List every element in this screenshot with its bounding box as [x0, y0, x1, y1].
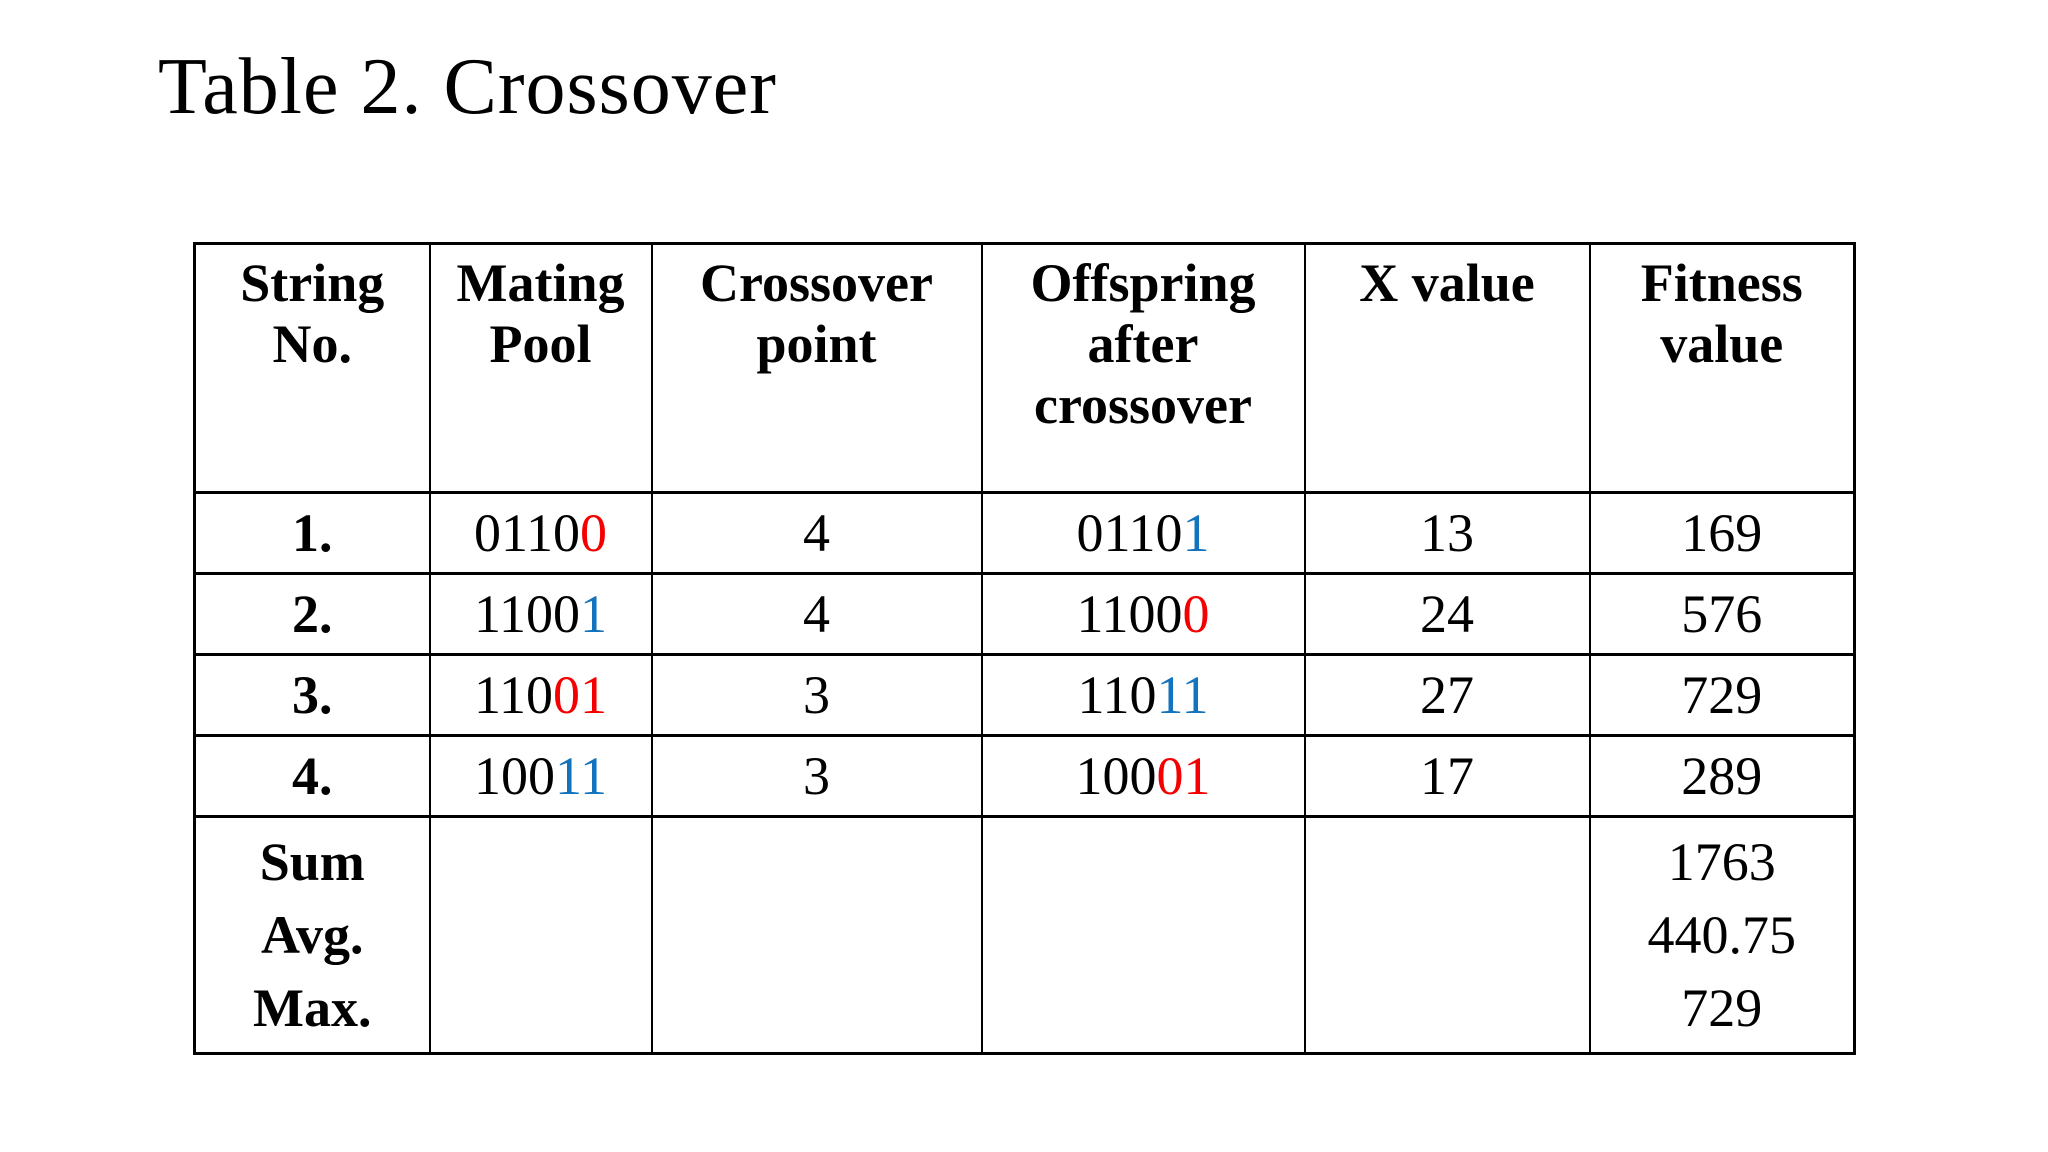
pool-bits-head: 100 — [474, 746, 555, 806]
offspring-bits-head: 1100 — [1076, 584, 1183, 644]
summary-fitness-sum: 1763 — [1667, 832, 1776, 892]
pool-bits-head: 1100 — [474, 584, 580, 644]
mating-pool-cell: 11001 — [428, 572, 653, 656]
pool-bits: 11001 — [474, 584, 607, 644]
offspring-bits-head: 100 — [1075, 746, 1157, 806]
mating-pool-cell: 10011 — [428, 734, 653, 818]
offspring-bits-highlight: 1 — [1182, 503, 1210, 563]
offspring-cell: 01101 — [980, 491, 1306, 575]
crossover-point-cell: 4 — [650, 572, 983, 656]
crossover-point-cell: 4 — [650, 491, 983, 575]
offspring-cell: 10001 — [980, 734, 1306, 818]
offspring-bits-highlight: 0 — [1182, 584, 1210, 644]
offspring-bits: 10001 — [1076, 746, 1211, 806]
pool-bits-head: 110 — [474, 665, 553, 725]
offspring-bits: 11011 — [1078, 665, 1209, 725]
summary-label-max: Max. — [253, 978, 372, 1038]
offspring-bits-head: 0110 — [1076, 503, 1183, 563]
string-no-cell: 3. — [193, 653, 431, 737]
table-row-2: 2. 11001 4 11000 24 576 — [193, 572, 1856, 656]
string-no-cell: 2. — [193, 572, 431, 656]
header-crossover-point: Crossover point — [650, 242, 983, 494]
mating-pool-cell: 11001 — [428, 653, 653, 737]
offspring-cell: 11011 — [980, 653, 1306, 737]
summary-label-sum: Sum — [259, 832, 365, 892]
pool-bits-highlight: 1 — [580, 584, 607, 644]
fitness-value-cell: 576 — [1588, 572, 1856, 656]
summary-fitness-cell: 1763 440.75 729 — [1588, 815, 1856, 1055]
empty-cell — [428, 815, 653, 1055]
empty-cell — [650, 815, 983, 1055]
fitness-value-cell: 169 — [1588, 491, 1856, 575]
x-value-cell: 24 — [1303, 572, 1591, 656]
crossover-point-cell: 3 — [650, 734, 983, 818]
table-row-1: 1. 01100 4 01101 13 169 — [193, 491, 1856, 575]
string-no-cell: 1. — [193, 491, 431, 575]
offspring-bits-head: 110 — [1077, 665, 1157, 725]
header-x-value: X value — [1303, 242, 1591, 494]
empty-cell — [1303, 815, 1591, 1055]
page-title: Table 2. Crossover — [158, 43, 777, 131]
header-row: String No. Mating Pool Crossover point O… — [193, 242, 1856, 494]
pool-bits-highlight: 11 — [555, 746, 607, 806]
offspring-bits-highlight: 11 — [1156, 665, 1209, 725]
summary-label-avg: Avg. — [261, 905, 364, 965]
x-value-cell: 17 — [1303, 734, 1591, 818]
fitness-value-cell: 729 — [1588, 653, 1856, 737]
summary-labels-cell: Sum Avg. Max. — [193, 815, 431, 1055]
table-row-3: 3. 11001 3 11011 27 729 — [193, 653, 1856, 737]
offspring-bits-highlight: 01 — [1156, 746, 1211, 806]
pool-bits-highlight: 0 — [580, 503, 607, 563]
pool-bits-highlight: 01 — [553, 665, 607, 725]
header-mating-pool: Mating Pool — [428, 242, 653, 494]
pool-bits: 11001 — [474, 665, 607, 725]
pool-bits: 01100 — [474, 503, 607, 563]
summary-fitness-avg: 440.75 — [1647, 905, 1797, 965]
fitness-value-cell: 289 — [1588, 734, 1856, 818]
offspring-cell: 11000 — [980, 572, 1306, 656]
string-no-cell: 4. — [193, 734, 431, 818]
header-offspring: Offspring after crossover — [980, 242, 1306, 494]
mating-pool-cell: 01100 — [428, 491, 653, 575]
summary-fitness-max: 729 — [1681, 978, 1763, 1038]
empty-cell — [980, 815, 1306, 1055]
x-value-cell: 27 — [1303, 653, 1591, 737]
pool-bits: 10011 — [474, 746, 607, 806]
x-value-cell: 13 — [1303, 491, 1591, 575]
header-fitness-value: Fitness value — [1588, 242, 1856, 494]
pool-bits-head: 0110 — [474, 503, 580, 563]
offspring-bits: 11000 — [1077, 584, 1210, 644]
summary-row: Sum Avg. Max. 1763 440.75 729 — [193, 815, 1856, 1055]
crossover-point-cell: 3 — [650, 653, 983, 737]
offspring-bits: 01101 — [1077, 503, 1210, 563]
header-string-no: String No. — [193, 242, 431, 494]
table-row-4: 4. 10011 3 10001 17 289 — [193, 734, 1856, 818]
crossover-table: String No. Mating Pool Crossover point O… — [193, 242, 1856, 1055]
